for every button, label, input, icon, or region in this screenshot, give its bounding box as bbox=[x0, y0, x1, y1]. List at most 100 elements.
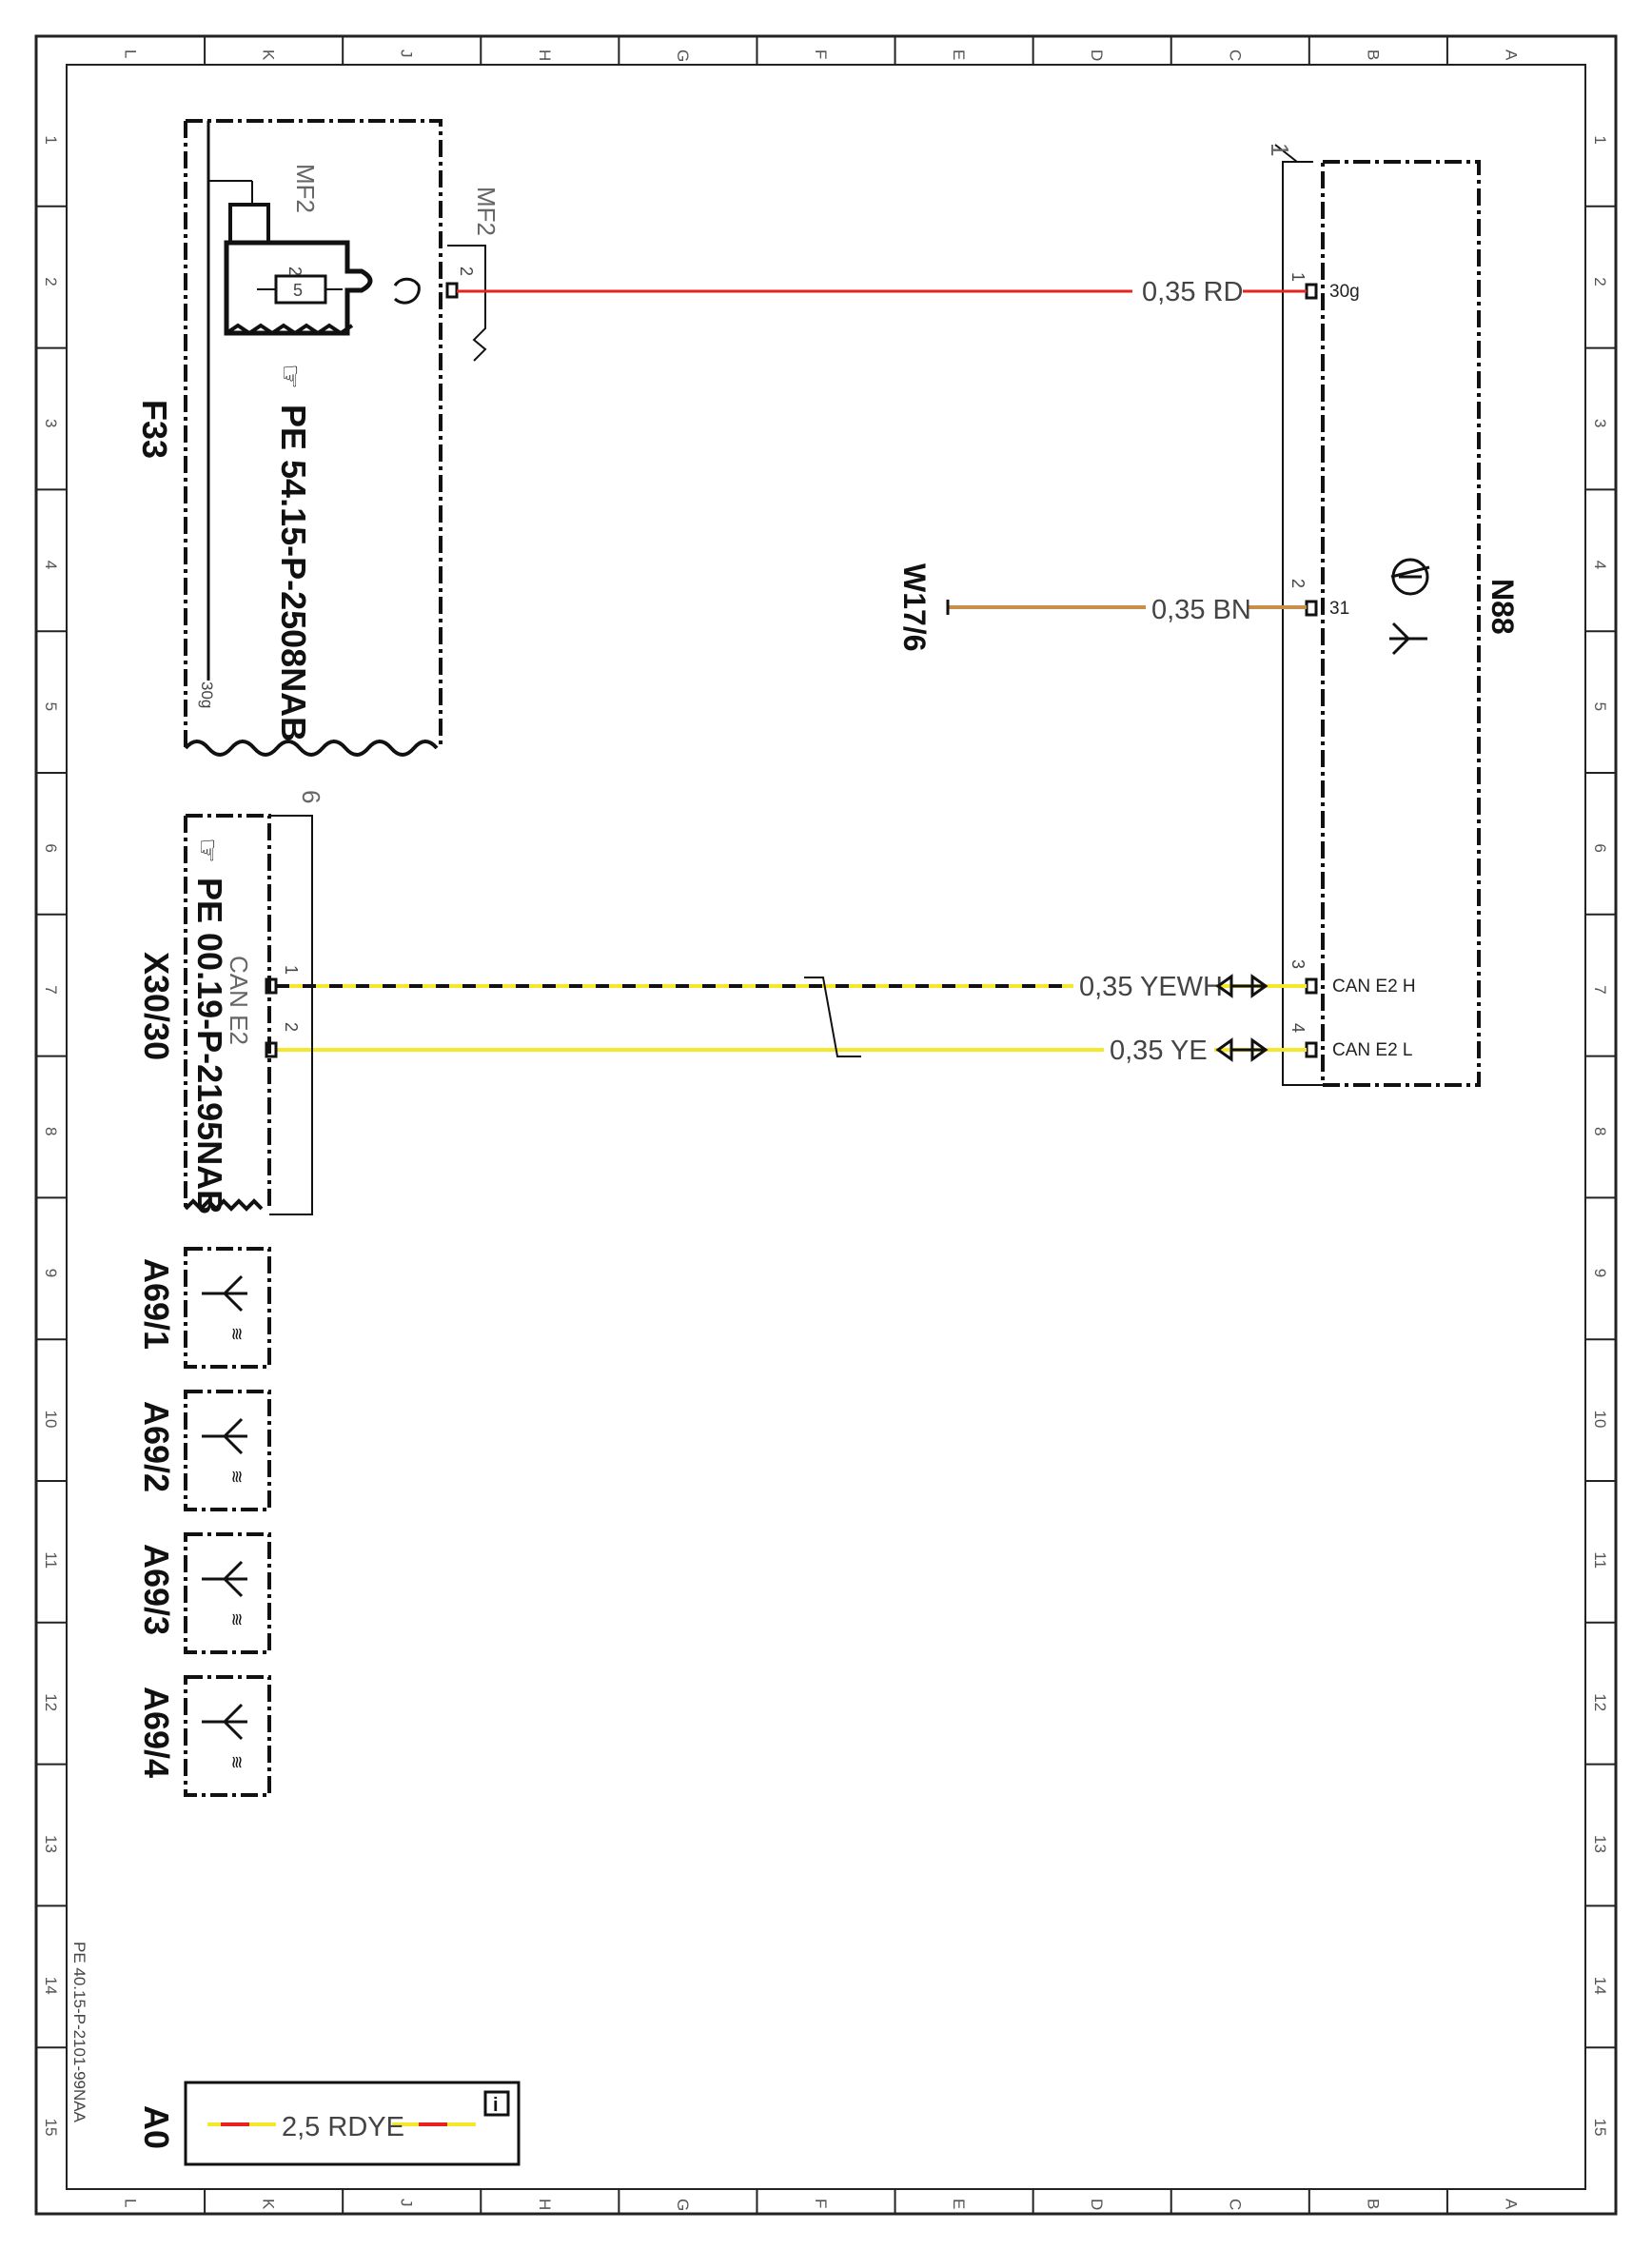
fuse-block-outline bbox=[184, 119, 442, 748]
grid-number-left: 9 bbox=[42, 1269, 60, 1277]
grid-number-left: 15 bbox=[42, 2119, 60, 2137]
grid-number-right: 5 bbox=[1591, 702, 1609, 711]
grid-number-left: 10 bbox=[42, 1411, 60, 1429]
wire-brown-label: 0,35 BN bbox=[1151, 595, 1251, 625]
wire-can-low[interactable]: 0,35 YE bbox=[276, 1036, 1307, 1066]
svg-text:i: i bbox=[493, 2095, 499, 2116]
grid-number-right: 10 bbox=[1591, 1411, 1609, 1429]
legend-box: i 2,5 RDYE bbox=[184, 2081, 521, 2166]
fuse-holder bbox=[224, 240, 373, 336]
grid-number-right: 15 bbox=[1591, 2119, 1609, 2137]
grid-number-left: 14 bbox=[42, 1977, 60, 1995]
fuse-element bbox=[274, 274, 327, 305]
svg-text:3: 3 bbox=[1288, 959, 1308, 969]
fuse-block-f33[interactable]: 30g 5 2 MF2 MF2 2 ☞ PE 54.15-P-2508NAB F… bbox=[135, 119, 501, 757]
pin-4-label: CAN E2 L bbox=[1332, 1040, 1412, 1060]
grid-number-left: 7 bbox=[42, 985, 60, 994]
grid-number-left: 6 bbox=[42, 843, 60, 852]
connector-x30-30[interactable]: 6 1 2 CAN E2 ☞ PE 00.19-P-2195NAB X30/30 bbox=[137, 790, 325, 1215]
sensor-1[interactable]: ≋A69/1 bbox=[137, 1247, 271, 1369]
fuse-number: 5 bbox=[293, 281, 303, 300]
grid-letter-bottom: F bbox=[812, 2199, 830, 2208]
sensor-outline bbox=[184, 1675, 271, 1797]
grid-number-left: 4 bbox=[42, 561, 60, 569]
grid-letter-bottom: J bbox=[398, 2199, 416, 2207]
grid-number-right: 4 bbox=[1591, 561, 1609, 569]
info-icon[interactable] bbox=[483, 2090, 510, 2117]
antenna-transistor-icon bbox=[1390, 558, 1430, 596]
module-id: N88 bbox=[1485, 579, 1520, 635]
antenna-icon bbox=[202, 1417, 247, 1455]
module-pin-1[interactable]: 1 30g bbox=[1288, 272, 1360, 302]
wire-red[interactable]: 0,35 RD bbox=[457, 277, 1307, 307]
grid-letter-top: B bbox=[1364, 49, 1382, 60]
twisted-pair-icon bbox=[1215, 974, 1268, 998]
grid-letter-top: G bbox=[674, 49, 692, 62]
grid-number-right: 2 bbox=[1591, 277, 1609, 286]
wire-can-high[interactable]: 0,35 YEWH bbox=[276, 972, 1307, 1002]
mf2-outer-label: MF2 bbox=[472, 187, 501, 236]
antenna-icon bbox=[202, 1560, 247, 1598]
wave-icon: ≋ bbox=[227, 1612, 246, 1627]
fuse-ref-link[interactable]: PE 54.15-P-2508NAB bbox=[274, 405, 313, 741]
grid-number-right: 12 bbox=[1591, 1693, 1609, 1711]
wire-can-high-label: 0,35 YEWH bbox=[1079, 972, 1223, 1002]
sheet-reference: PE 40.15-P-2101-99NAA bbox=[70, 1942, 88, 2123]
grid-letter-bottom: K bbox=[260, 2199, 278, 2210]
sensor-4[interactable]: ≋A69/4 bbox=[137, 1675, 271, 1797]
grid-number-right: 7 bbox=[1591, 985, 1609, 994]
wire-can-low-label: 0,35 YE bbox=[1110, 1036, 1208, 1066]
wave-icon: ≋ bbox=[227, 1470, 246, 1484]
module-outline bbox=[1321, 160, 1481, 1087]
antenna-icon bbox=[1389, 622, 1427, 656]
svg-text:2: 2 bbox=[282, 1022, 301, 1032]
can-label: CAN E2 bbox=[225, 956, 253, 1045]
grid-number-left: 3 bbox=[42, 419, 60, 427]
mf2-inner-label: MF2 bbox=[291, 164, 320, 213]
bus-30g-label: 30g bbox=[198, 681, 216, 708]
twisted-pair-icon bbox=[1215, 1037, 1268, 1062]
grid-number-left: 8 bbox=[42, 1127, 60, 1135]
hand-pointer-icon: ☞ bbox=[274, 364, 305, 389]
grid-letter-top: E bbox=[950, 49, 968, 60]
sensor-outline bbox=[184, 1390, 271, 1511]
grid-number-right: 6 bbox=[1591, 843, 1609, 852]
svg-text:2: 2 bbox=[1288, 579, 1308, 588]
plug-symbol bbox=[393, 277, 421, 305]
module-n88[interactable]: 1 N88 1 30g 2 31 3 CAN E2 H 4 bbox=[1266, 143, 1520, 1087]
sheet-id: A0 bbox=[137, 2105, 176, 2149]
grid-letter-bottom: B bbox=[1364, 2199, 1382, 2209]
grid-number-left: 12 bbox=[42, 1693, 60, 1711]
sensor-outline bbox=[184, 1532, 271, 1654]
sensor-2[interactable]: ≋A69/2 bbox=[137, 1390, 271, 1511]
hand-pointer-icon: ☞ bbox=[191, 838, 223, 863]
grid-number-right: 9 bbox=[1591, 1269, 1609, 1277]
wire-brown[interactable]: 0,35 BN W17/6 bbox=[897, 563, 1307, 651]
fuse-block-id: F33 bbox=[135, 400, 174, 459]
connector-pin-1[interactable] bbox=[265, 977, 278, 995]
grid-letter-bottom: G bbox=[674, 2199, 692, 2211]
grid-number-left: 1 bbox=[42, 135, 60, 144]
grid-letter-top: L bbox=[122, 49, 140, 58]
connector-ref-link[interactable]: PE 00.19-P-2195NAB bbox=[190, 878, 229, 1214]
module-pin-4[interactable]: 4 CAN E2 L bbox=[1288, 1023, 1412, 1060]
grid-number-left: 11 bbox=[42, 1551, 60, 1569]
connector-pin-2[interactable] bbox=[265, 1041, 278, 1058]
module-pin-2[interactable]: 2 31 bbox=[1288, 579, 1349, 619]
svg-text:1: 1 bbox=[1288, 272, 1308, 282]
wire-red-label: 0,35 RD bbox=[1142, 277, 1243, 307]
grid-letter-bottom: L bbox=[122, 2199, 140, 2207]
wave-icon: ≋ bbox=[227, 1327, 246, 1341]
grid-letter-top: A bbox=[1502, 49, 1520, 61]
sensor-3[interactable]: ≋A69/3 bbox=[137, 1532, 271, 1654]
module-pin-3[interactable]: 3 CAN E2 H bbox=[1288, 959, 1416, 997]
fuse-pin-top: 2 bbox=[285, 266, 305, 276]
ground-id: W17/6 bbox=[897, 563, 932, 651]
connector-id: X30/30 bbox=[137, 952, 176, 1060]
connector-group-no: 6 bbox=[297, 790, 325, 803]
antenna-icon bbox=[202, 1274, 247, 1312]
sensor-id: A69/4 bbox=[137, 1687, 176, 1778]
fuse-block-break bbox=[184, 740, 439, 757]
